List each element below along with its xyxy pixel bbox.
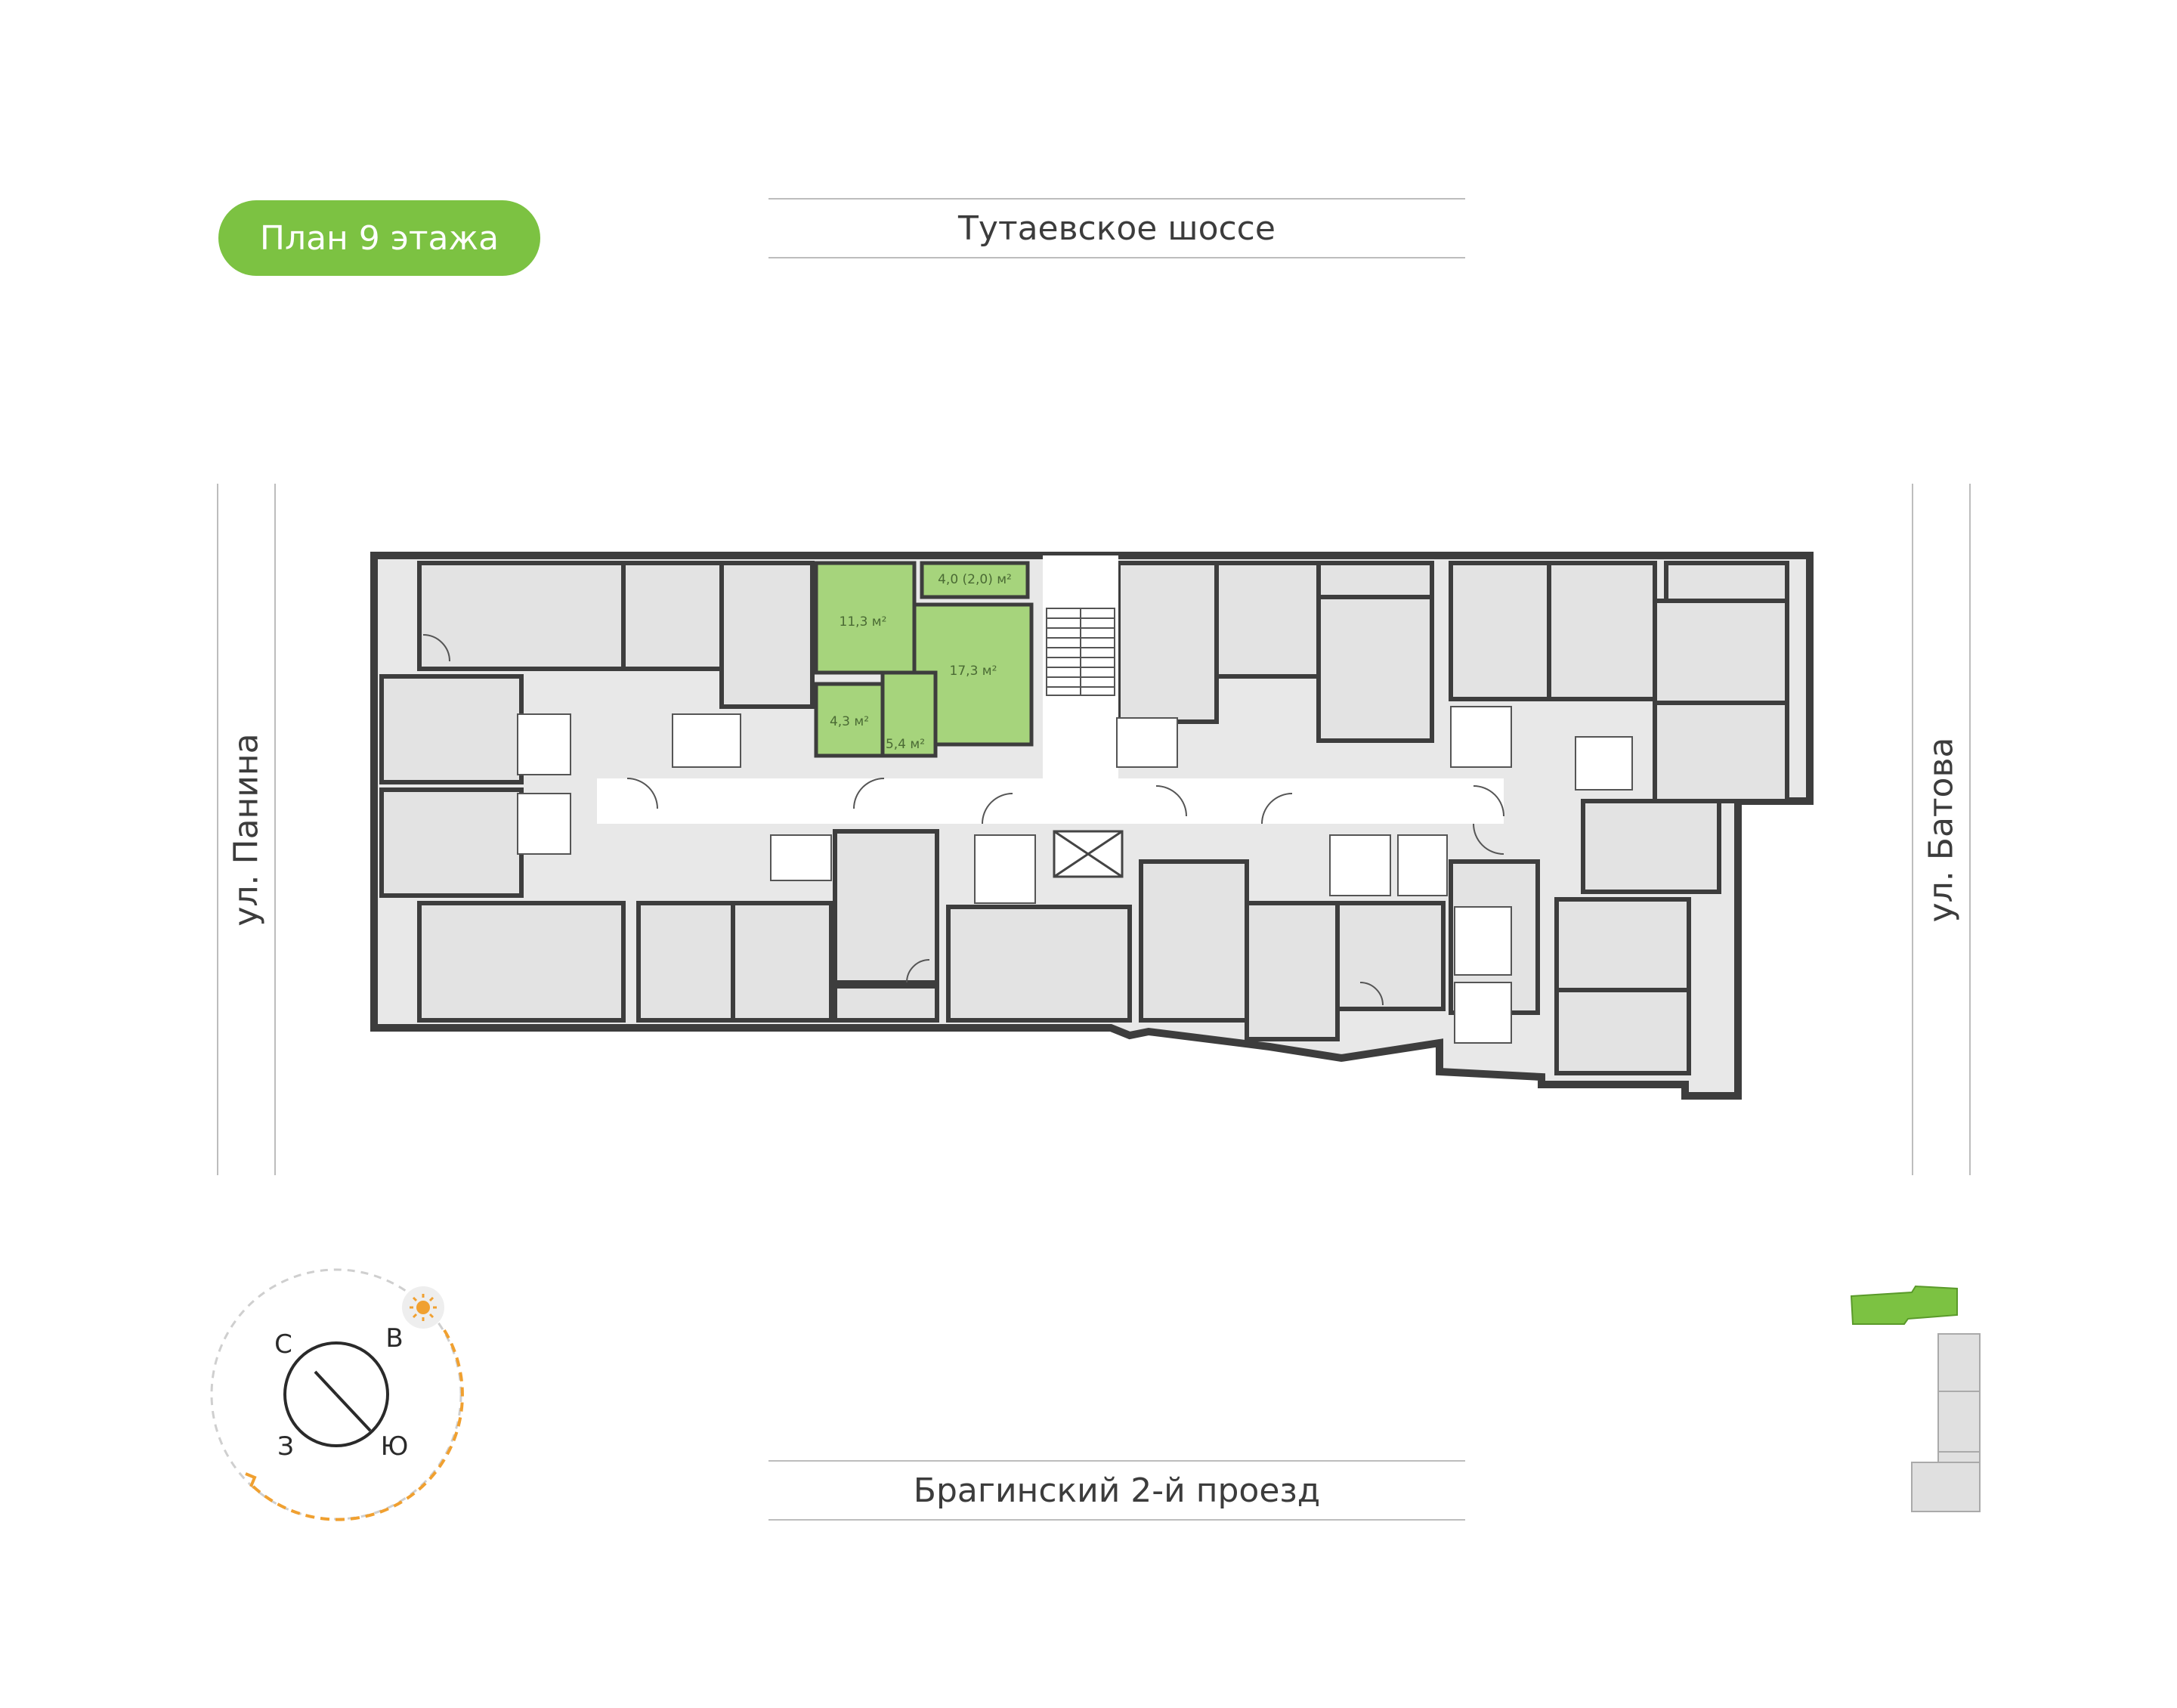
highlighted-apartment [814, 561, 1034, 758]
area-balcony: 4,0 (2,0) м² [938, 572, 1012, 587]
compass-west: З [277, 1431, 294, 1462]
area-room-2: 17,3 м² [950, 664, 997, 679]
apt-hall [880, 670, 938, 758]
doors [422, 634, 1504, 1006]
street-east: ул. Батова [1912, 484, 1971, 1175]
compass-south: Ю [381, 1431, 409, 1462]
area-hall: 5,4 м² [886, 737, 925, 752]
compass-north: С [274, 1329, 292, 1360]
apt-balcony [920, 561, 1030, 599]
bathrooms [517, 706, 1633, 1044]
street-south: Брагинский 2-й проезд [768, 1460, 1465, 1521]
area-bathroom: 4,3 м² [830, 714, 869, 729]
compass-east: В [385, 1323, 403, 1354]
floor-plan-title: План 9 этажа [218, 200, 540, 276]
street-north: Тутаевское шоссе [768, 198, 1465, 258]
elevator [1053, 830, 1124, 878]
sun-icon [402, 1286, 444, 1329]
staircase [1046, 608, 1115, 696]
area-room-1: 11,3 м² [840, 614, 887, 630]
area-labels: 11,3 м² 17,3 м² 4,0 (2,0) м² 4,3 м² 5,4 … [830, 572, 1012, 752]
site-minimap [1850, 1285, 1981, 1512]
street-west: ул. Панина [217, 484, 276, 1175]
compass: С В Ю З [210, 1268, 464, 1521]
